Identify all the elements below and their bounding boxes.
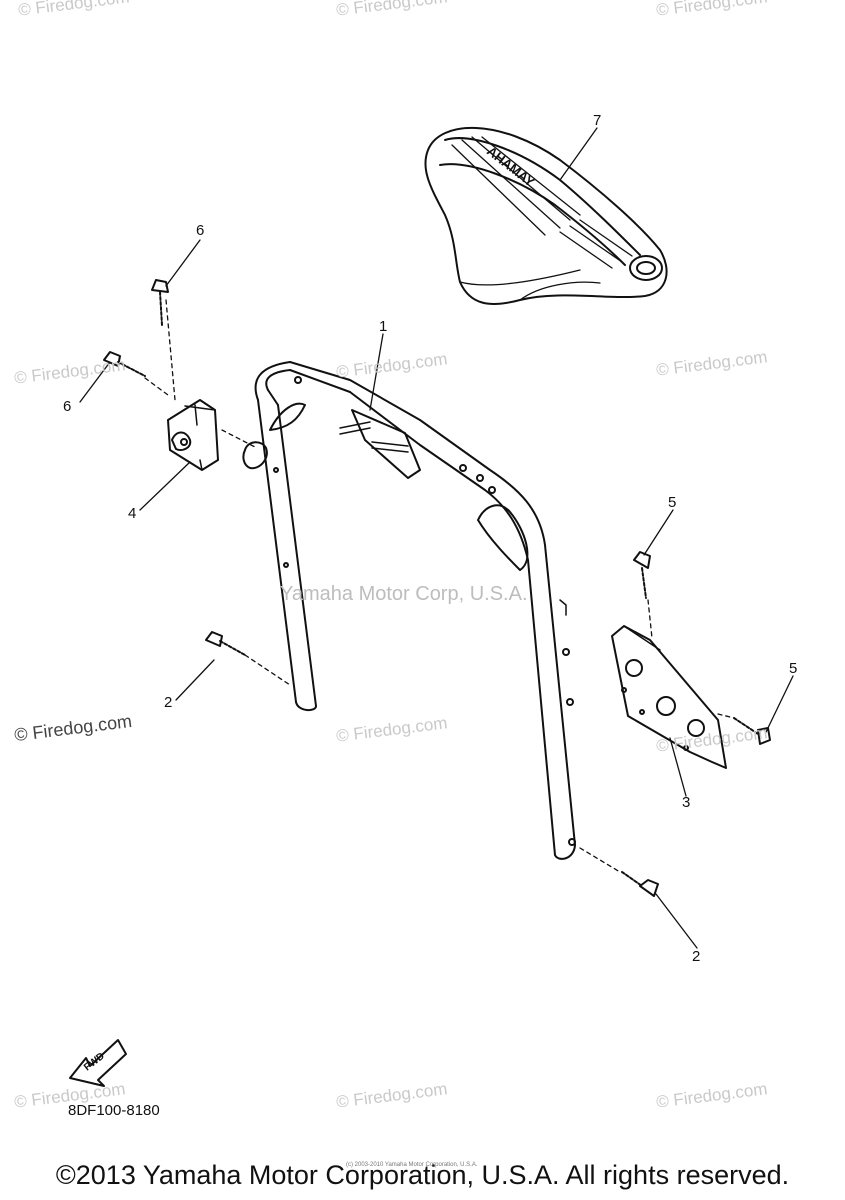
callout-6-top: 6 [196,222,205,239]
tiny-copyright-note: (c) 2003-2010 Yamaha Motor Corporation, … [346,1162,478,1168]
callout-2-left: 2 [164,694,173,711]
bolt-2-right [621,871,659,897]
callout-5-top: 5 [668,494,677,511]
bracket-3 [611,625,727,769]
bolt-6-top [151,279,169,326]
callout-3: 3 [682,794,691,811]
bolt-5-top [633,551,651,599]
callout-2-right: 2 [692,948,701,965]
center-watermark: Yamaha Motor Corp, U.S.A. [280,583,528,605]
callout-7: 7 [593,112,602,129]
bolt-6-side [103,351,146,377]
handle-pole [242,361,576,860]
bracket-4 [167,399,219,471]
seat-cushion: YAMAHA [424,126,668,305]
copyright-footer: ©2013 Yamaha Motor Corporation, U.S.A. A… [55,1160,790,1190]
leader-lines [79,127,794,949]
part-number: 8DF100-8180 [68,1102,160,1119]
callout-6-side: 6 [63,398,72,415]
bolt-5-side [733,717,771,745]
callout-5-side: 5 [789,660,798,677]
callout-1: 1 [379,318,388,335]
callout-4: 4 [128,505,137,522]
bolt-2-left [205,631,246,656]
